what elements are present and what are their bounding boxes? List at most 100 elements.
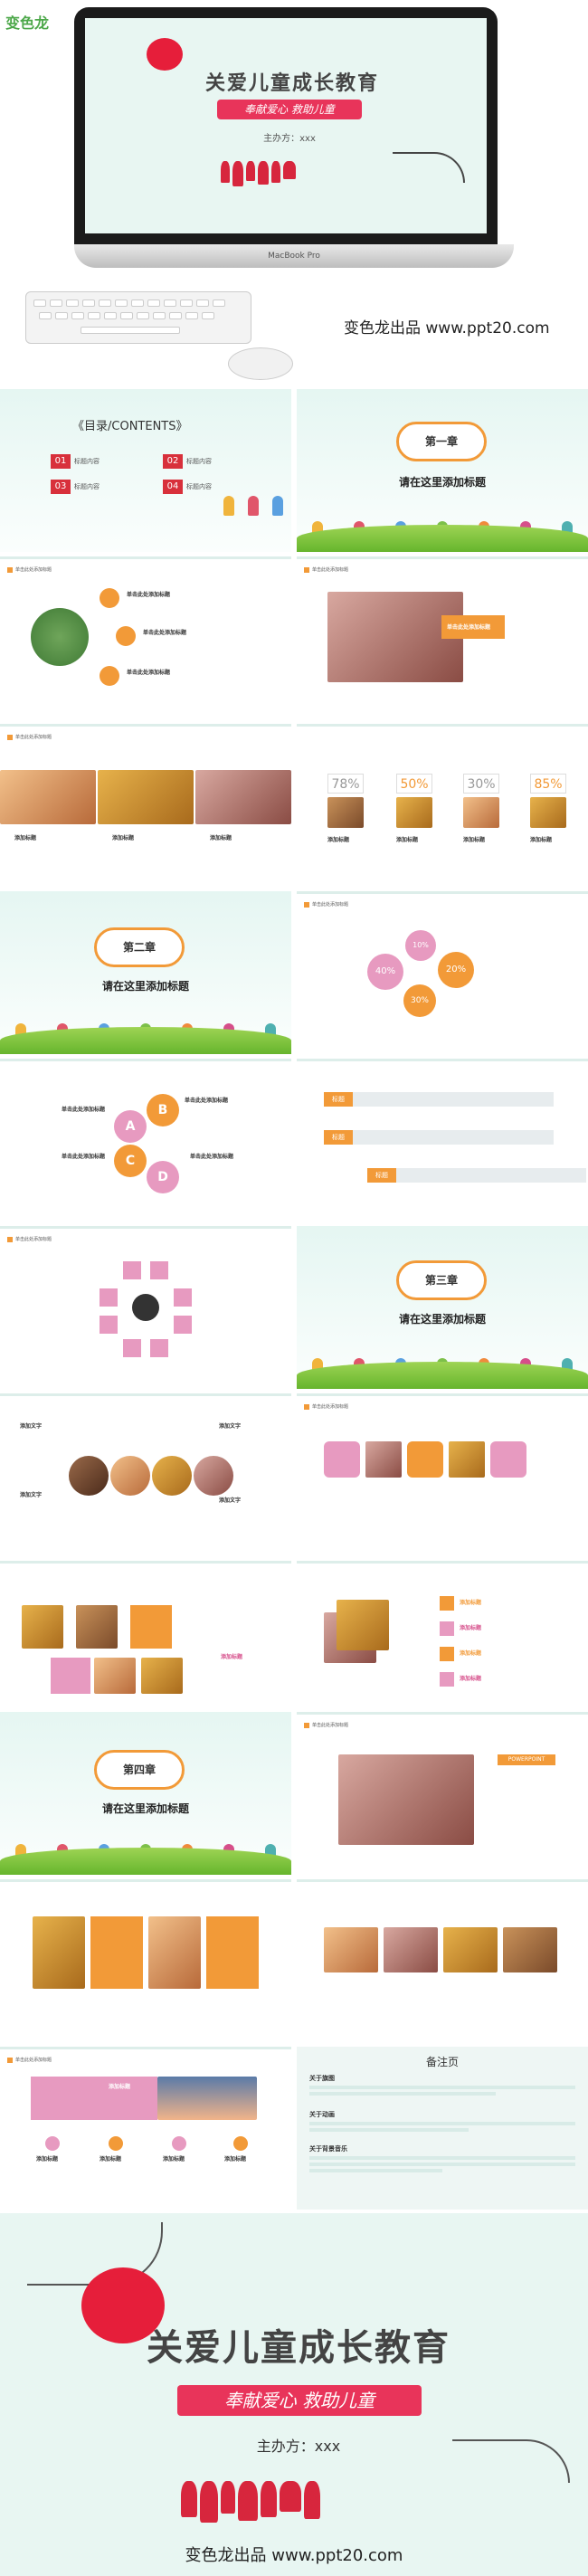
box-title: 单击此处添加标题 bbox=[447, 624, 491, 631]
section-tag: 单击此处添加标题 bbox=[304, 1722, 348, 1728]
contents-num: 01 bbox=[51, 454, 71, 469]
slide-chapter-4: 第四章 请在这里添加标题 bbox=[0, 1712, 291, 1875]
text-title: 添加文字 bbox=[20, 1423, 43, 1430]
list-title: 添加标题 bbox=[460, 1600, 482, 1606]
contents-label: 标题内容 bbox=[186, 458, 212, 465]
section-tag: 单击此处添加标题 bbox=[7, 734, 52, 740]
grid-photo-4 bbox=[141, 1658, 183, 1694]
notes-heading: 备注页 bbox=[425, 2056, 459, 2068]
percent-box: 50% bbox=[396, 774, 432, 794]
caption-title: 添加标题 bbox=[14, 835, 37, 841]
grid-photo-1 bbox=[22, 1605, 63, 1649]
pink-dot-icon bbox=[172, 2136, 186, 2151]
wheel-icon-8 bbox=[100, 1288, 118, 1307]
hand-icon bbox=[116, 626, 136, 646]
item-title: 单击此处添加标题 bbox=[190, 1154, 234, 1160]
hero-section: 变色龙 关爱儿童成长教育 奉献爱心 救助儿童 主办方：xxx MacBook P… bbox=[0, 0, 588, 380]
photo-3 bbox=[195, 770, 291, 824]
row-photo-2 bbox=[384, 1927, 438, 1972]
cloud-tile bbox=[407, 1441, 443, 1478]
row-photo-3 bbox=[443, 1927, 498, 1972]
label-bar bbox=[353, 1092, 554, 1107]
caption-title: 添加标题 bbox=[396, 837, 419, 843]
chapter-badge: 第一章 bbox=[396, 422, 487, 461]
kids-photo bbox=[327, 592, 463, 682]
photo-1 bbox=[327, 797, 364, 828]
item-title: 单击此处添加标题 bbox=[127, 670, 171, 676]
percent-box: 30% bbox=[463, 774, 499, 794]
cartoon-kids bbox=[217, 490, 289, 516]
note-title: 关于旗图 bbox=[309, 2075, 335, 2082]
chapter-subtitle: 请在这里添加标题 bbox=[101, 980, 189, 993]
text-title: 添加文字 bbox=[219, 1423, 242, 1430]
petal-bottom: 30% bbox=[403, 984, 436, 1017]
chat-icon bbox=[100, 666, 119, 686]
title-box bbox=[441, 615, 505, 639]
contents-label: 标题内容 bbox=[74, 458, 100, 465]
slide-powerpoint: 单击此处添加标题 POWERPOINT bbox=[297, 1712, 588, 1875]
slide-notes: 备注页 关于旗图 关于动画 关于背景音乐 bbox=[297, 2047, 588, 2210]
percent-box: 78% bbox=[327, 774, 364, 794]
grass-ground bbox=[297, 1362, 588, 1389]
label-tab: 标题 bbox=[324, 1092, 353, 1107]
dot-title: 添加标题 bbox=[100, 2156, 122, 2163]
label-tab: 标题 bbox=[367, 1168, 396, 1183]
heart-icon bbox=[81, 2267, 165, 2343]
photo-1 bbox=[0, 770, 96, 824]
item-title: 单击此处添加标题 bbox=[143, 630, 187, 636]
bulb-icon bbox=[132, 1294, 159, 1321]
slide-abcd: B A C D 单击此处添加标题 单击此处添加标题 单击此处添加标题 单击此处添… bbox=[0, 1059, 291, 1221]
wheel-icon-2 bbox=[150, 1261, 168, 1279]
caption-title: 添加标题 bbox=[112, 835, 135, 841]
letter-c: C bbox=[114, 1145, 147, 1177]
row-photo-1 bbox=[324, 1927, 378, 1972]
slide-circle-photos: 添加文字 添加文字 添加文字 添加文字 bbox=[0, 1393, 291, 1556]
cover-host: 主办方：xxx bbox=[263, 134, 316, 144]
dot-title: 添加标题 bbox=[36, 2156, 59, 2163]
note-title: 关于动画 bbox=[309, 2111, 335, 2118]
notes-block-3: 关于背景音乐 bbox=[309, 2144, 575, 2172]
slide-flower-pie: 单击此处添加标题 10% 40% 20% 30% bbox=[297, 891, 588, 1054]
closing-title: 关爱儿童成长教育 bbox=[147, 2326, 450, 2369]
letter-a: A bbox=[114, 1110, 147, 1143]
label-tab: 标题 bbox=[324, 1130, 353, 1145]
wheel-icon-7 bbox=[100, 1316, 118, 1334]
label-bar bbox=[353, 1130, 554, 1145]
closing-credit: 变色龙出品 www.ppt20.com bbox=[185, 2546, 403, 2565]
closing-host: 主办方：xxx bbox=[256, 2438, 341, 2455]
cover-slide: 关爱儿童成长教育 奉献爱心 救助儿童 主办方：xxx bbox=[85, 18, 487, 233]
chapter-badge: 第三章 bbox=[396, 1260, 487, 1300]
chapter-subtitle: 请在这里添加标题 bbox=[398, 476, 486, 489]
row-photo-4 bbox=[503, 1927, 557, 1972]
grass-ground bbox=[0, 1848, 291, 1875]
list-title: 添加标题 bbox=[460, 1625, 482, 1631]
item-title: 单击此处添加标题 bbox=[62, 1154, 106, 1160]
laptop-label: MacBook Pro bbox=[268, 252, 320, 261]
list-title: 添加标题 bbox=[460, 1676, 482, 1682]
percent-box: 85% bbox=[530, 774, 566, 794]
slide-chapter-1: 第一章 请在这里添加标题 bbox=[297, 389, 588, 552]
children-silhouettes bbox=[181, 2481, 320, 2523]
caption-title: 添加标题 bbox=[530, 837, 553, 843]
caption-title: 添加标题 bbox=[327, 837, 350, 843]
section-tag: 单击此处添加标题 bbox=[7, 1236, 52, 1242]
brand-logo: 变色龙 bbox=[5, 14, 50, 32]
kids-photo bbox=[338, 1754, 474, 1845]
bulb-tile bbox=[51, 1658, 90, 1694]
cover-title: 关爱儿童成长教育 bbox=[204, 71, 379, 95]
wheel-icon-1 bbox=[123, 1261, 141, 1279]
tile-photo-1 bbox=[365, 1441, 402, 1478]
pink-dot-icon bbox=[45, 2136, 60, 2151]
letter-b: B bbox=[147, 1094, 179, 1126]
kids-circle-photo bbox=[31, 608, 89, 666]
notes-block-2: 关于动画 bbox=[309, 2110, 575, 2132]
hand-outline-icon bbox=[452, 2439, 570, 2483]
powerpoint-tag: POWERPOINT bbox=[498, 1754, 555, 1765]
photo-4 bbox=[530, 797, 566, 828]
chapter-subtitle: 请在这里添加标题 bbox=[101, 1802, 189, 1815]
banner-box bbox=[31, 2077, 157, 2120]
circle-photo-2 bbox=[110, 1456, 150, 1496]
